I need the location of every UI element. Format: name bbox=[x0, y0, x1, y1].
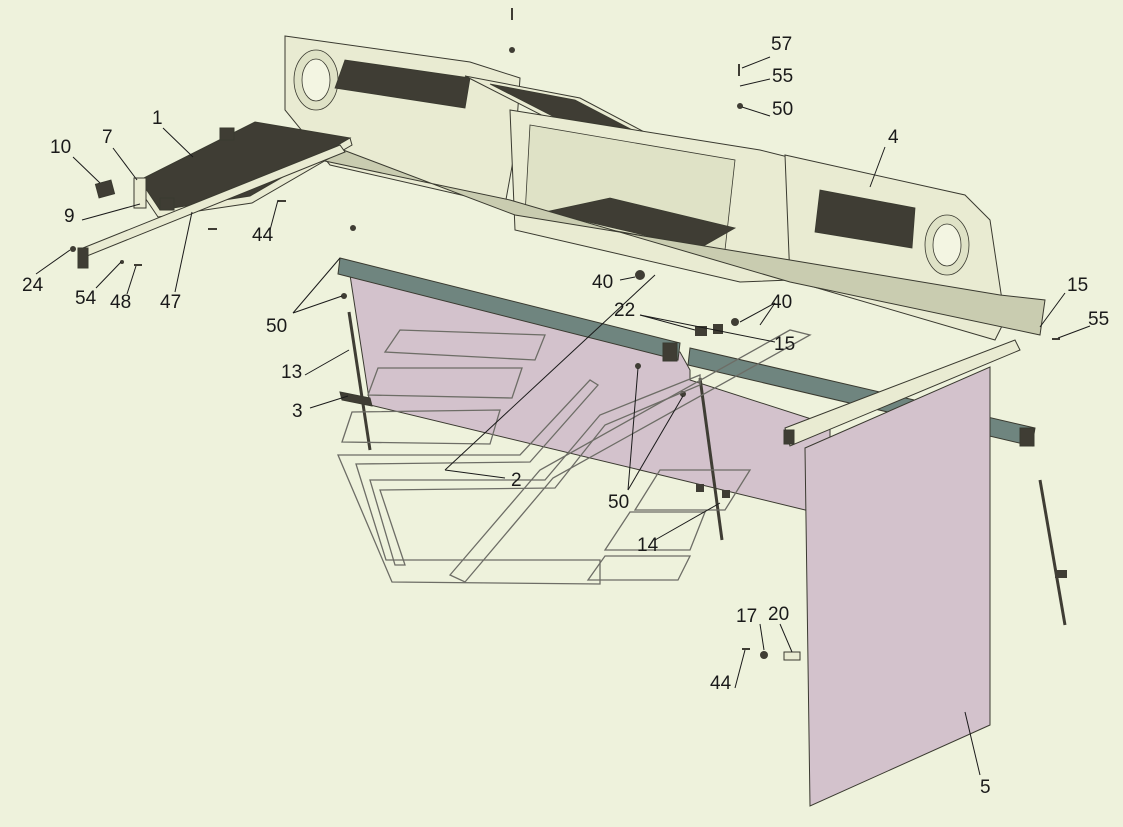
outline-frame bbox=[337, 379, 601, 585]
pad-10 bbox=[94, 179, 116, 199]
washer-top bbox=[509, 47, 515, 53]
callout-24: 24 bbox=[22, 275, 44, 296]
clip-14b bbox=[722, 490, 730, 498]
pin-48 bbox=[134, 264, 142, 266]
curtain-assembly-right bbox=[742, 338, 1060, 807]
callout-57: 57 bbox=[771, 34, 792, 55]
callout-55-top: 55 bbox=[772, 66, 793, 87]
callout-labels: 1 2 3 4 5 7 9 10 13 14 15 15 17 20 22 24… bbox=[22, 34, 1109, 798]
knob-17 bbox=[760, 651, 768, 659]
screw-40 bbox=[635, 270, 645, 280]
console-right-slot bbox=[814, 189, 916, 249]
screw-top bbox=[511, 8, 513, 20]
callout-14: 14 bbox=[637, 535, 659, 556]
outline-long-link bbox=[448, 329, 812, 583]
rod-13 bbox=[347, 311, 372, 451]
callout-55-right: 55 bbox=[1088, 309, 1109, 330]
screw-57 bbox=[738, 64, 740, 76]
pin-47 bbox=[208, 228, 217, 230]
top-hardware bbox=[509, 8, 743, 109]
callout-50-top: 50 bbox=[772, 99, 793, 120]
console-bottom-strip bbox=[319, 144, 1046, 336]
clip-22b bbox=[713, 324, 723, 334]
speaker-left-inner bbox=[301, 58, 331, 102]
callout-4: 4 bbox=[888, 127, 899, 148]
outline-right-a bbox=[633, 469, 752, 511]
screw-24 bbox=[70, 246, 76, 252]
callout-44-top: 44 bbox=[252, 225, 274, 246]
screw-40b bbox=[731, 318, 739, 326]
washer-50-left bbox=[341, 293, 347, 299]
callout-15-top: 15 bbox=[1067, 275, 1088, 296]
washer-50-top bbox=[737, 103, 743, 109]
callout-17: 17 bbox=[736, 606, 757, 627]
curtain-panel-5 bbox=[804, 366, 991, 807]
callout-48: 48 bbox=[110, 292, 131, 313]
speaker-right-inner bbox=[932, 223, 962, 267]
overhead-console bbox=[284, 35, 1046, 341]
callout-3: 3 bbox=[292, 401, 303, 422]
bracket-20 bbox=[783, 651, 801, 661]
outline-mid bbox=[367, 367, 523, 399]
shelf-part-1 bbox=[70, 121, 353, 269]
clip-top bbox=[219, 127, 235, 141]
cabinet-floor bbox=[544, 197, 737, 249]
bracket-7 bbox=[133, 177, 147, 209]
callout-5: 5 bbox=[980, 777, 991, 798]
callout-54: 54 bbox=[75, 288, 97, 309]
console-top-slot bbox=[334, 59, 471, 109]
outline-top bbox=[383, 329, 546, 361]
callout-10: 10 bbox=[50, 137, 71, 158]
pin-44-top bbox=[278, 200, 286, 202]
roller-middle-cap bbox=[1019, 427, 1035, 447]
washer-50-left-b bbox=[350, 225, 356, 231]
callout-15-mid: 15 bbox=[774, 334, 795, 355]
callout-50-left: 50 bbox=[266, 316, 287, 337]
rod-14 bbox=[698, 377, 724, 541]
callout-7: 7 bbox=[102, 127, 113, 148]
screw-54 bbox=[120, 260, 124, 264]
roller-left-cap bbox=[662, 342, 678, 362]
callout-50-mid: 50 bbox=[608, 492, 629, 513]
outline-low bbox=[341, 409, 501, 445]
end-cap-24 bbox=[77, 247, 89, 269]
callout-40-left: 40 bbox=[592, 272, 613, 293]
clip-right bbox=[1055, 570, 1067, 578]
callout-2: 2 bbox=[511, 470, 522, 491]
leader-lines bbox=[35, 56, 1091, 776]
callout-40-right: 40 bbox=[771, 292, 792, 313]
rail-right-cap bbox=[783, 429, 795, 445]
rod-right bbox=[1038, 479, 1067, 626]
outline-right-c bbox=[586, 555, 692, 581]
callout-9: 9 bbox=[64, 206, 75, 227]
callout-47: 47 bbox=[160, 292, 181, 313]
pin-44-bottom bbox=[742, 648, 750, 650]
handle-3 bbox=[339, 391, 373, 407]
callout-20: 20 bbox=[768, 604, 789, 625]
callout-1: 1 bbox=[152, 108, 163, 129]
screw-55-right bbox=[1052, 338, 1060, 340]
clip-22 bbox=[695, 326, 707, 336]
callout-44-bottom: 44 bbox=[710, 673, 732, 694]
roller-left bbox=[337, 257, 681, 361]
washer-50-mid bbox=[635, 363, 641, 369]
clip-14 bbox=[696, 484, 704, 492]
pad-9 bbox=[159, 197, 175, 211]
outline-inner bbox=[369, 374, 701, 566]
windscreen-outline bbox=[337, 329, 812, 585]
callout-22: 22 bbox=[614, 300, 635, 321]
callout-13: 13 bbox=[281, 362, 302, 383]
